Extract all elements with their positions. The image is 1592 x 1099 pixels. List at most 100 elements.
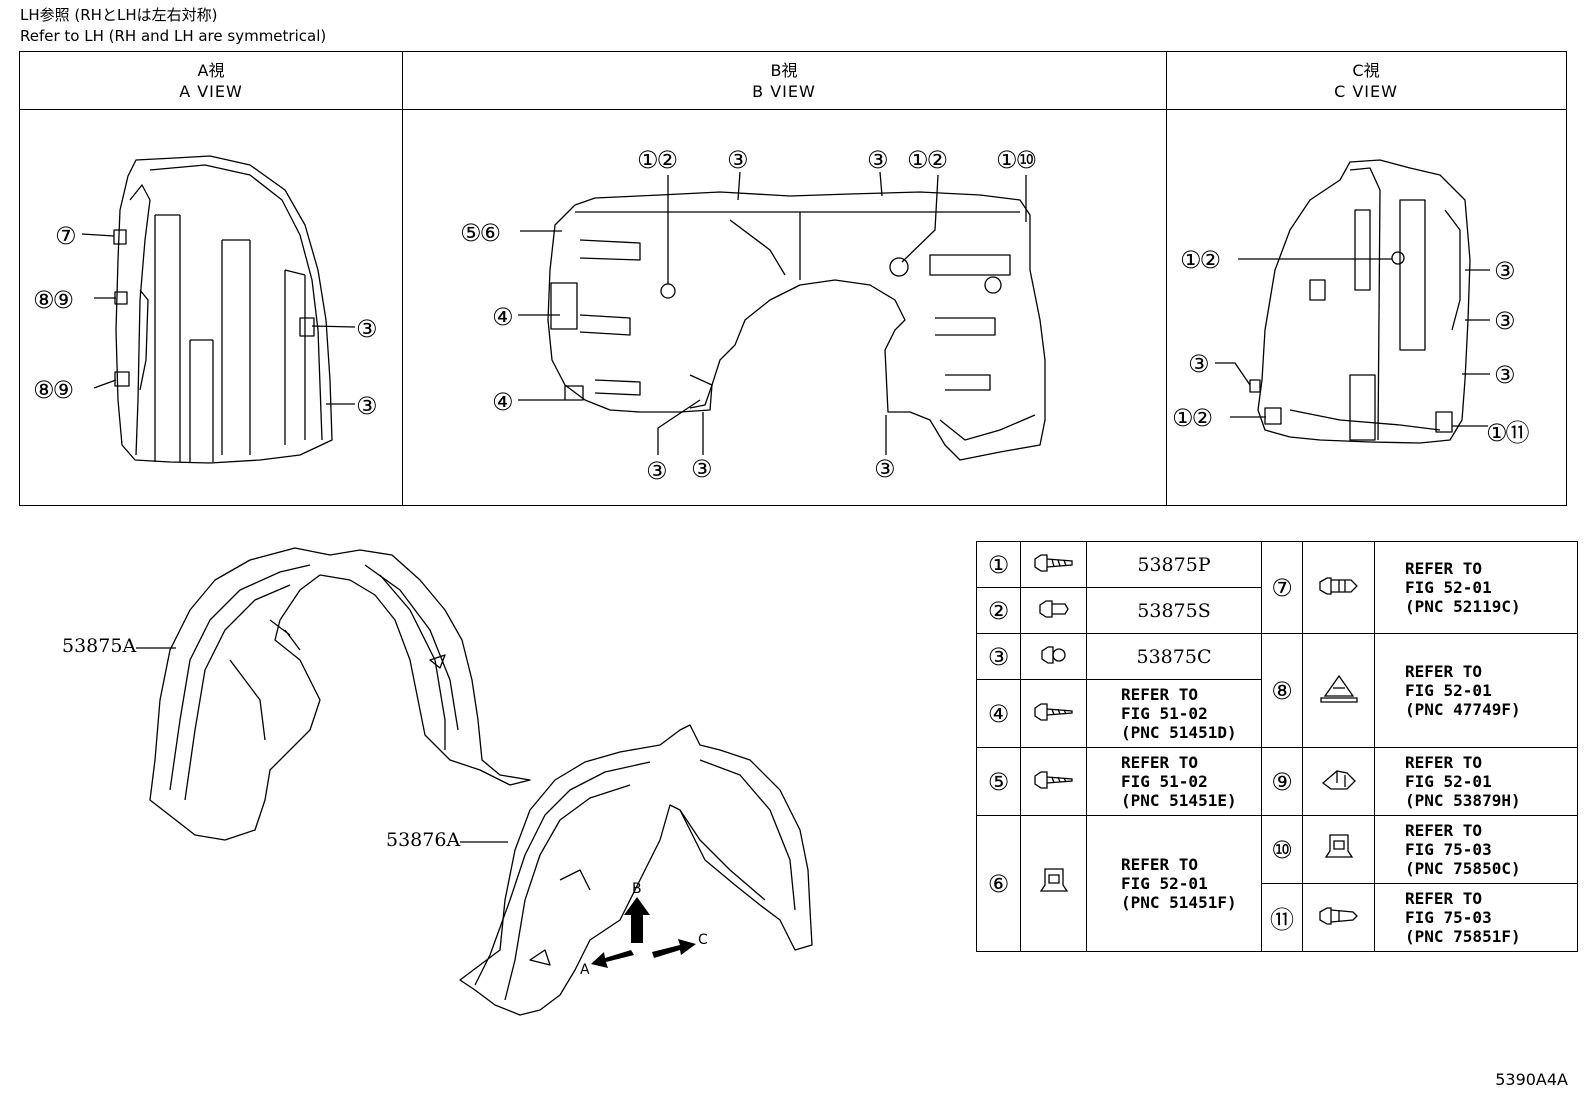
parts-ref-8: REFER TO FIG 52-01 (PNC 47749F) — [1374, 633, 1578, 748]
callout-a-8-9-lower: ⑧⑨ — [33, 376, 74, 404]
parts-text-3: 53875C — [1086, 633, 1262, 680]
callout-b-3-bottom-mid: ③ — [691, 455, 713, 483]
callout-b-3-top-left: ③ — [727, 146, 749, 174]
callout-9: ⑨ — [52, 286, 74, 314]
callout-2: ② — [926, 146, 948, 174]
view-b-leader-lines — [518, 171, 1027, 455]
view-a-header: A視 A VIEW — [20, 52, 402, 110]
view-a-leader-lines — [81, 233, 356, 405]
callout-11: ⑪ — [1505, 419, 1530, 447]
parts-ref-6: REFER TO FIG 52-01 (PNC 51451F) — [1086, 815, 1262, 952]
grommet-clip-icon — [1318, 906, 1358, 925]
assembly-part-53875a-drawing — [149, 547, 531, 841]
parts-icon-cell — [1020, 633, 1087, 680]
parts-num-5: ⑤ — [976, 747, 1021, 816]
parts-num-11: ⑪ — [1261, 883, 1303, 952]
callout-8: ⑧ — [33, 286, 54, 314]
arrow-label-b: B — [632, 881, 642, 897]
parts-num-2: ② — [976, 587, 1021, 634]
figure-id: 5390A4A — [1495, 1070, 1568, 1089]
part-label-53875a: 53875A — [62, 635, 137, 657]
parts-icon-cell — [1302, 815, 1375, 884]
parts-text-2: 53875S — [1086, 587, 1262, 634]
parts-ref-10: REFER TO FIG 75-03 (PNC 75850C) — [1374, 815, 1578, 884]
callout-1: ① — [996, 146, 1017, 174]
parts-icon-cell — [1302, 883, 1375, 952]
view-a-title-en: A VIEW — [179, 82, 243, 101]
nut-clip-icon — [1324, 833, 1353, 858]
callout-b-1-2-right: ①② — [907, 146, 948, 174]
views-frame: A視 A VIEW B視 B VIEW C視 C VIEW — [19, 51, 1567, 506]
callout-1: ① — [637, 146, 658, 174]
view-c-leader-lines — [1215, 258, 1490, 427]
callout-c-3-a: ③ — [1494, 257, 1516, 285]
assembly-part-53876a-drawing — [459, 724, 813, 1016]
parts-icon-cell — [1302, 541, 1375, 634]
callout-2: ② — [1191, 404, 1213, 432]
parts-ref-5: REFER TO FIG 51-02 (PNC 51451E) — [1086, 747, 1262, 816]
screw-grommet-icon — [1038, 599, 1069, 618]
note-english: Refer to LH (RH and LH are symmetrical) — [20, 27, 327, 45]
parts-num-9: ⑨ — [1261, 747, 1303, 816]
parts-num-4: ④ — [976, 679, 1021, 748]
callout-1: ① — [1180, 246, 1201, 274]
callout-1: ① — [1172, 404, 1193, 432]
callout-c-3-c: ③ — [1494, 361, 1516, 389]
parts-ref-4: REFER TO FIG 51-02 (PNC 51451D) — [1086, 679, 1262, 748]
retainer-clip-icon — [1319, 674, 1358, 703]
callout-b-3-bottom-left: ③ — [646, 457, 668, 485]
view-b-header: B視 B VIEW — [402, 52, 1166, 110]
callout-b-5-6: ⑤⑥ — [460, 219, 501, 247]
view-b-title-en: B VIEW — [752, 82, 816, 101]
arrow-b-icon — [624, 897, 650, 943]
arrow-a-icon — [591, 950, 634, 968]
view-c-title-en: C VIEW — [1334, 82, 1398, 101]
parts-icon-cell — [1020, 815, 1087, 952]
callout-6: ⑥ — [479, 219, 501, 247]
callout-b-4-upper: ④ — [492, 303, 514, 331]
view-divider — [1166, 52, 1167, 505]
callout-a-8-9: ⑧⑨ — [33, 286, 74, 314]
view-c-title-ja: C視 — [1352, 61, 1380, 80]
parts-table: ① 53875P ⑦ REFER TO FIG 52-01 (PNC 52119… — [976, 541, 1578, 952]
callout-a-7: ⑦ — [55, 222, 77, 250]
direction-arrows — [591, 897, 696, 968]
clip-nut-icon — [1040, 645, 1066, 664]
parts-num-3: ③ — [976, 633, 1021, 680]
callout-a-3-lower: ③ — [356, 392, 378, 420]
parts-icon-cell — [1020, 541, 1087, 588]
callout-b-3-top-right: ③ — [867, 146, 889, 174]
parts-icon-cell — [1020, 679, 1087, 748]
parts-icon-cell — [1302, 633, 1375, 748]
view-b-title-ja: B視 — [770, 61, 798, 80]
parts-ref-7: REFER TO FIG 52-01 (PNC 52119C) — [1374, 541, 1578, 634]
callout-10: ⑩ — [1015, 146, 1037, 174]
parts-icon-cell — [1020, 587, 1087, 634]
callout-c-1-2-lower: ①② — [1172, 404, 1213, 432]
callout-2: ② — [656, 146, 678, 174]
tapping-screw-icon — [1033, 770, 1073, 789]
arrow-c-icon — [652, 939, 696, 958]
parts-num-10: ⑩ — [1261, 815, 1303, 884]
callout-b-1-2-left: ①② — [637, 146, 678, 174]
view-c-liner-drawing — [1249, 159, 1471, 444]
callout-5: ⑤ — [460, 219, 481, 247]
parts-icon-cell — [1020, 747, 1087, 816]
callout-2: ② — [1199, 246, 1221, 274]
parts-text-1: 53875P — [1086, 541, 1262, 588]
view-a-title-ja: A視 — [197, 61, 225, 80]
callout-1: ① — [907, 146, 928, 174]
callout-c-1-11: ①⑪ — [1486, 413, 1530, 448]
parts-ref-11: REFER TO FIG 75-03 (PNC 75851F) — [1374, 883, 1578, 952]
view-divider — [402, 52, 403, 505]
parts-num-7: ⑦ — [1261, 541, 1303, 634]
parts-ref-9: REFER TO FIG 52-01 (PNC 53879H) — [1374, 747, 1578, 816]
callout-9: ⑨ — [52, 376, 74, 404]
callout-8: ⑧ — [33, 376, 54, 404]
arrow-label-a: A — [580, 962, 590, 978]
note-japanese: LH参照 (RHとLHは左右対称) — [20, 6, 218, 24]
callout-a-3-upper: ③ — [356, 315, 378, 343]
callout-b-4-lower: ④ — [492, 388, 514, 416]
push-clip-icon — [1318, 576, 1358, 595]
